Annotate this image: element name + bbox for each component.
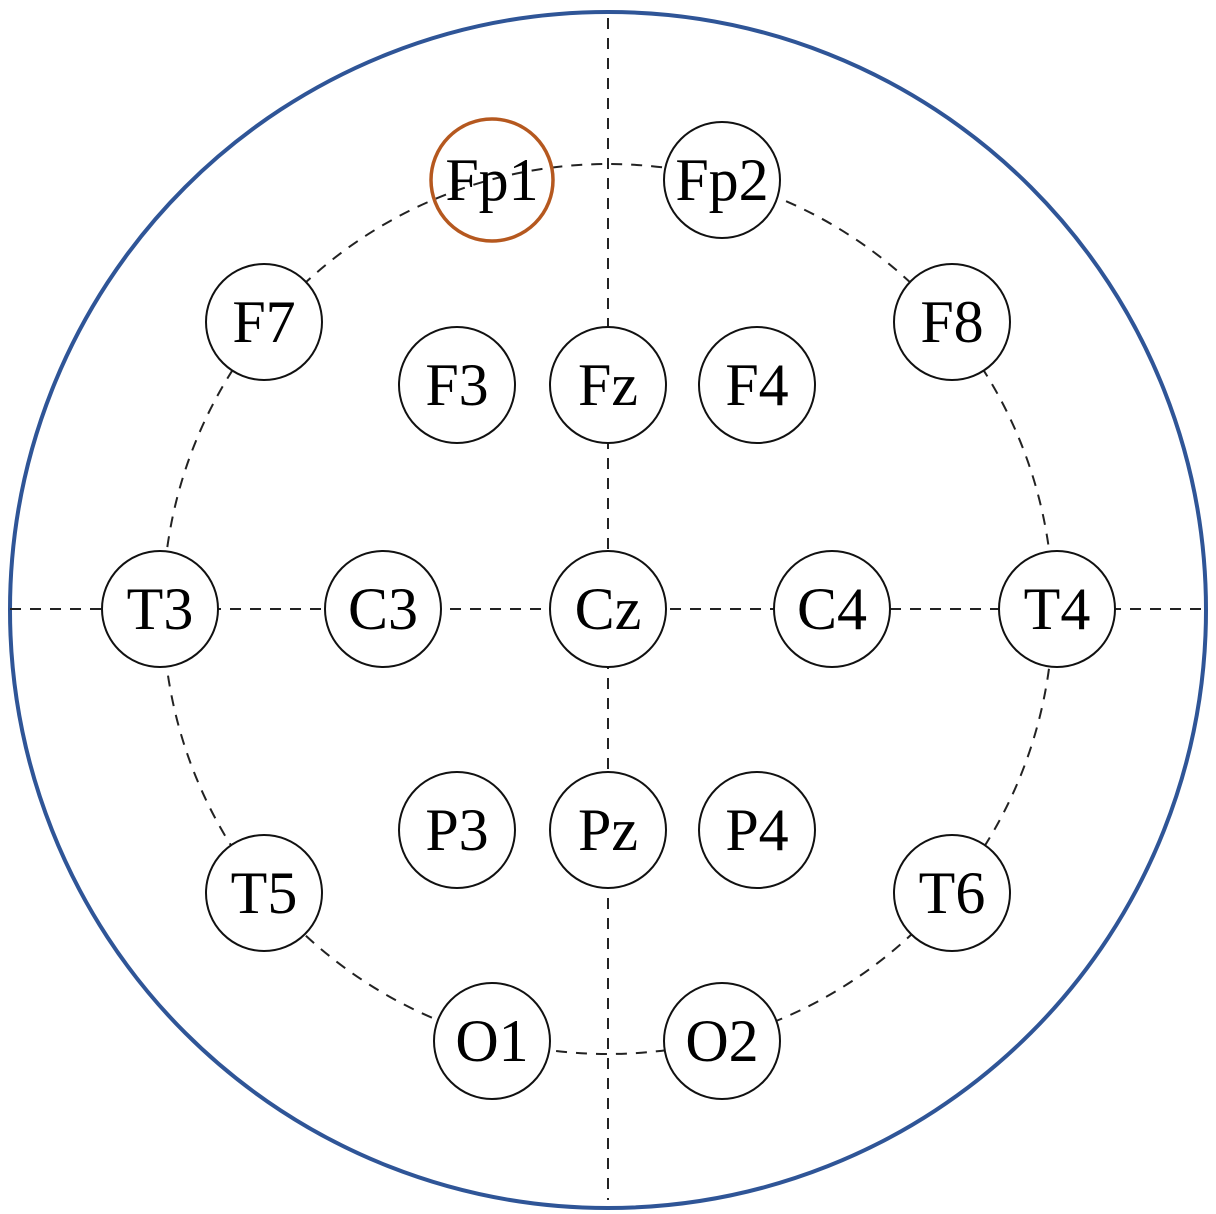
- electrode-p3-ring: [398, 771, 516, 889]
- electrode-c4-label: C4: [797, 576, 867, 642]
- electrode-p3: P3: [398, 771, 516, 889]
- electrode-t6-label: T6: [919, 860, 986, 926]
- electrode-f7: F7: [205, 263, 323, 381]
- electrode-o1-ring: [433, 982, 551, 1100]
- electrode-o2: O2: [663, 982, 781, 1100]
- electrode-f8-ring: [893, 263, 1011, 381]
- electrode-t5-ring: [205, 834, 323, 952]
- electrode-fp2: Fp2: [663, 121, 781, 239]
- electrode-t4-label: T4: [1024, 576, 1091, 642]
- electrode-f7-label: F7: [232, 289, 295, 355]
- electrode-o2-label: O2: [685, 1008, 758, 1074]
- electrode-f4-label: F4: [725, 352, 788, 418]
- electrode-pz-label: Pz: [578, 797, 638, 863]
- electrode-o2-ring: [663, 982, 781, 1100]
- electrode-pz-ring: [549, 771, 667, 889]
- electrode-t5-label: T5: [231, 860, 298, 926]
- electrode-fz: Fz: [549, 326, 667, 444]
- electrode-f8: F8: [893, 263, 1011, 381]
- electrode-fp2-ring: [663, 121, 781, 239]
- electrode-f3-ring: [398, 326, 516, 444]
- electrode-fz-ring: [549, 326, 667, 444]
- electrode-t3-ring: [101, 550, 219, 668]
- electrode-cz-ring: [549, 550, 667, 668]
- electrode-c3-ring: [324, 550, 442, 668]
- electrode-o1-label: O1: [455, 1008, 528, 1074]
- electrode-t6-ring: [893, 834, 1011, 952]
- electrode-p3-label: P3: [425, 797, 488, 863]
- electrode-f4: F4: [698, 326, 816, 444]
- electrode-t6: T6: [893, 834, 1011, 952]
- electrode-c3-label: C3: [348, 576, 418, 642]
- electrode-fz-label: Fz: [578, 352, 638, 418]
- electrode-cz-label: Cz: [575, 576, 642, 642]
- electrode-p4-label: P4: [725, 797, 788, 863]
- electrode-t4-ring: [998, 550, 1116, 668]
- electrode-c4-ring: [773, 550, 891, 668]
- electrode-f3: F3: [398, 326, 516, 444]
- electrode-t3-label: T3: [127, 576, 194, 642]
- electrode-t3: T3: [101, 550, 219, 668]
- electrode-f8-label: F8: [920, 289, 983, 355]
- electrode-p4: P4: [698, 771, 816, 889]
- electrode-t5: T5: [205, 834, 323, 952]
- electrode-fp1-ring: [429, 117, 555, 243]
- electrode-c3: C3: [324, 550, 442, 668]
- electrode-fp1: Fp1: [429, 117, 555, 243]
- electrode-f3-label: F3: [425, 352, 488, 418]
- electrode-f7-ring: [205, 263, 323, 381]
- electrode-fp2-label: Fp2: [675, 147, 768, 213]
- electrode-t4: T4: [998, 550, 1116, 668]
- electrode-o1: O1: [433, 982, 551, 1100]
- electrode-cz: Cz: [549, 550, 667, 668]
- electrode-p4-ring: [698, 771, 816, 889]
- electrode-c4: C4: [773, 550, 891, 668]
- electrode-pz: Pz: [549, 771, 667, 889]
- electrode-fp1-label: Fp1: [445, 147, 538, 213]
- electrode-f4-ring: [698, 326, 816, 444]
